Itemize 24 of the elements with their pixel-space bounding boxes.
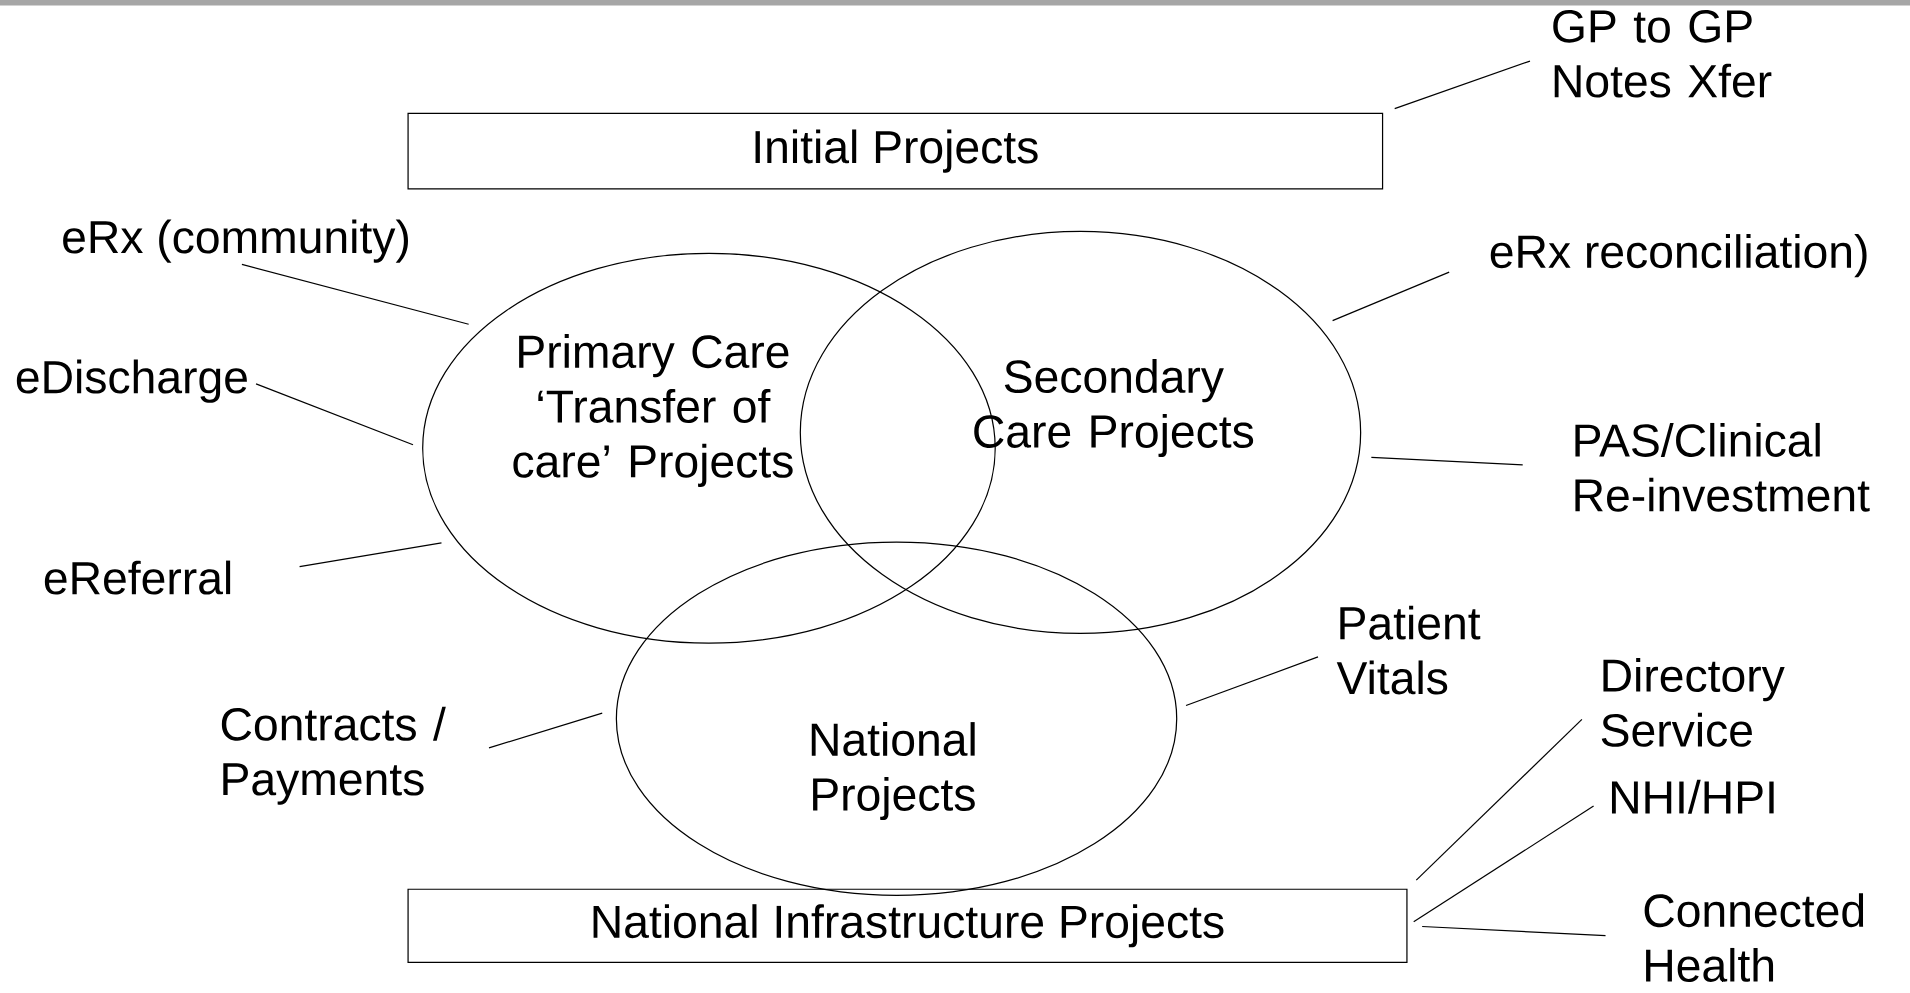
label-text: Patient Vitals <box>1336 605 1481 695</box>
label-text: NHI/HPI <box>1611 779 1774 814</box>
leader-line <box>298 542 443 568</box>
label-text: eReferral <box>44 560 231 595</box>
leader-line <box>1421 926 1607 937</box>
leader-line <box>241 263 470 325</box>
leader-line <box>1185 656 1319 707</box>
label-text: eRx reconciliation) <box>1490 234 1867 278</box>
leader-line <box>1413 805 1595 923</box>
label-text: Connected Health <box>1644 893 1864 983</box>
leader-line <box>1370 456 1524 466</box>
leader-line <box>1394 60 1531 110</box>
project-box: National Infrastructure Projects <box>407 888 1408 964</box>
leader-line <box>1415 718 1583 881</box>
leader-line <box>255 383 414 446</box>
project-box: Initial Projects <box>407 112 1384 190</box>
label-text: GP to GP Notes Xfer <box>1553 10 1772 98</box>
label-text: Directory Service <box>1601 658 1785 747</box>
label-text: Contracts / Payments <box>221 706 446 805</box>
label-text: PAS/Clinical Re-investment <box>1575 423 1870 512</box>
label-text: eRx (community) <box>63 219 408 263</box>
label-text: eDischarge <box>16 359 247 403</box>
leader-line <box>488 712 603 749</box>
leader-line <box>1332 271 1450 322</box>
